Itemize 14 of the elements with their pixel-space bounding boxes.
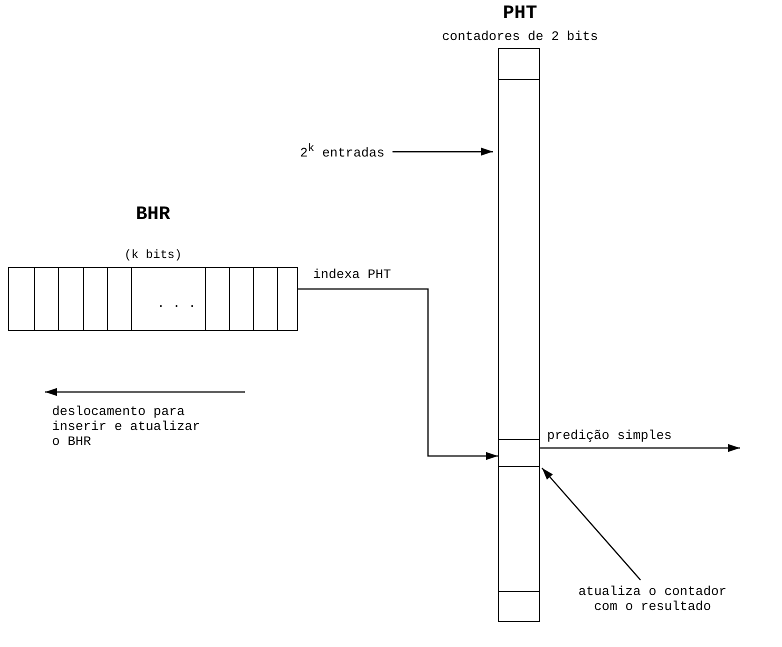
table-title: PHT: [502, 2, 538, 24]
table-subtitle: contadores de 2 bits: [440, 29, 600, 44]
arrow: [542, 468, 641, 580]
arrow: [298, 288, 498, 460]
shift-direction-note: deslocamento para inserir e atualizar o BHR: [52, 404, 202, 449]
ellipsis-text: . . .: [157, 296, 196, 311]
annotation-text: 2$^{k}$ entradas: [300, 143, 385, 160]
arrow: [392, 148, 493, 156]
bit-width-text: (k bits): [123, 248, 183, 262]
annotation-text: atualiza o contador com o resultado: [565, 584, 740, 614]
register-title: BHR: [134, 203, 172, 225]
arrow: [540, 444, 740, 452]
table-entry: [499, 439, 539, 467]
edge-label: predição simples: [546, 428, 673, 443]
